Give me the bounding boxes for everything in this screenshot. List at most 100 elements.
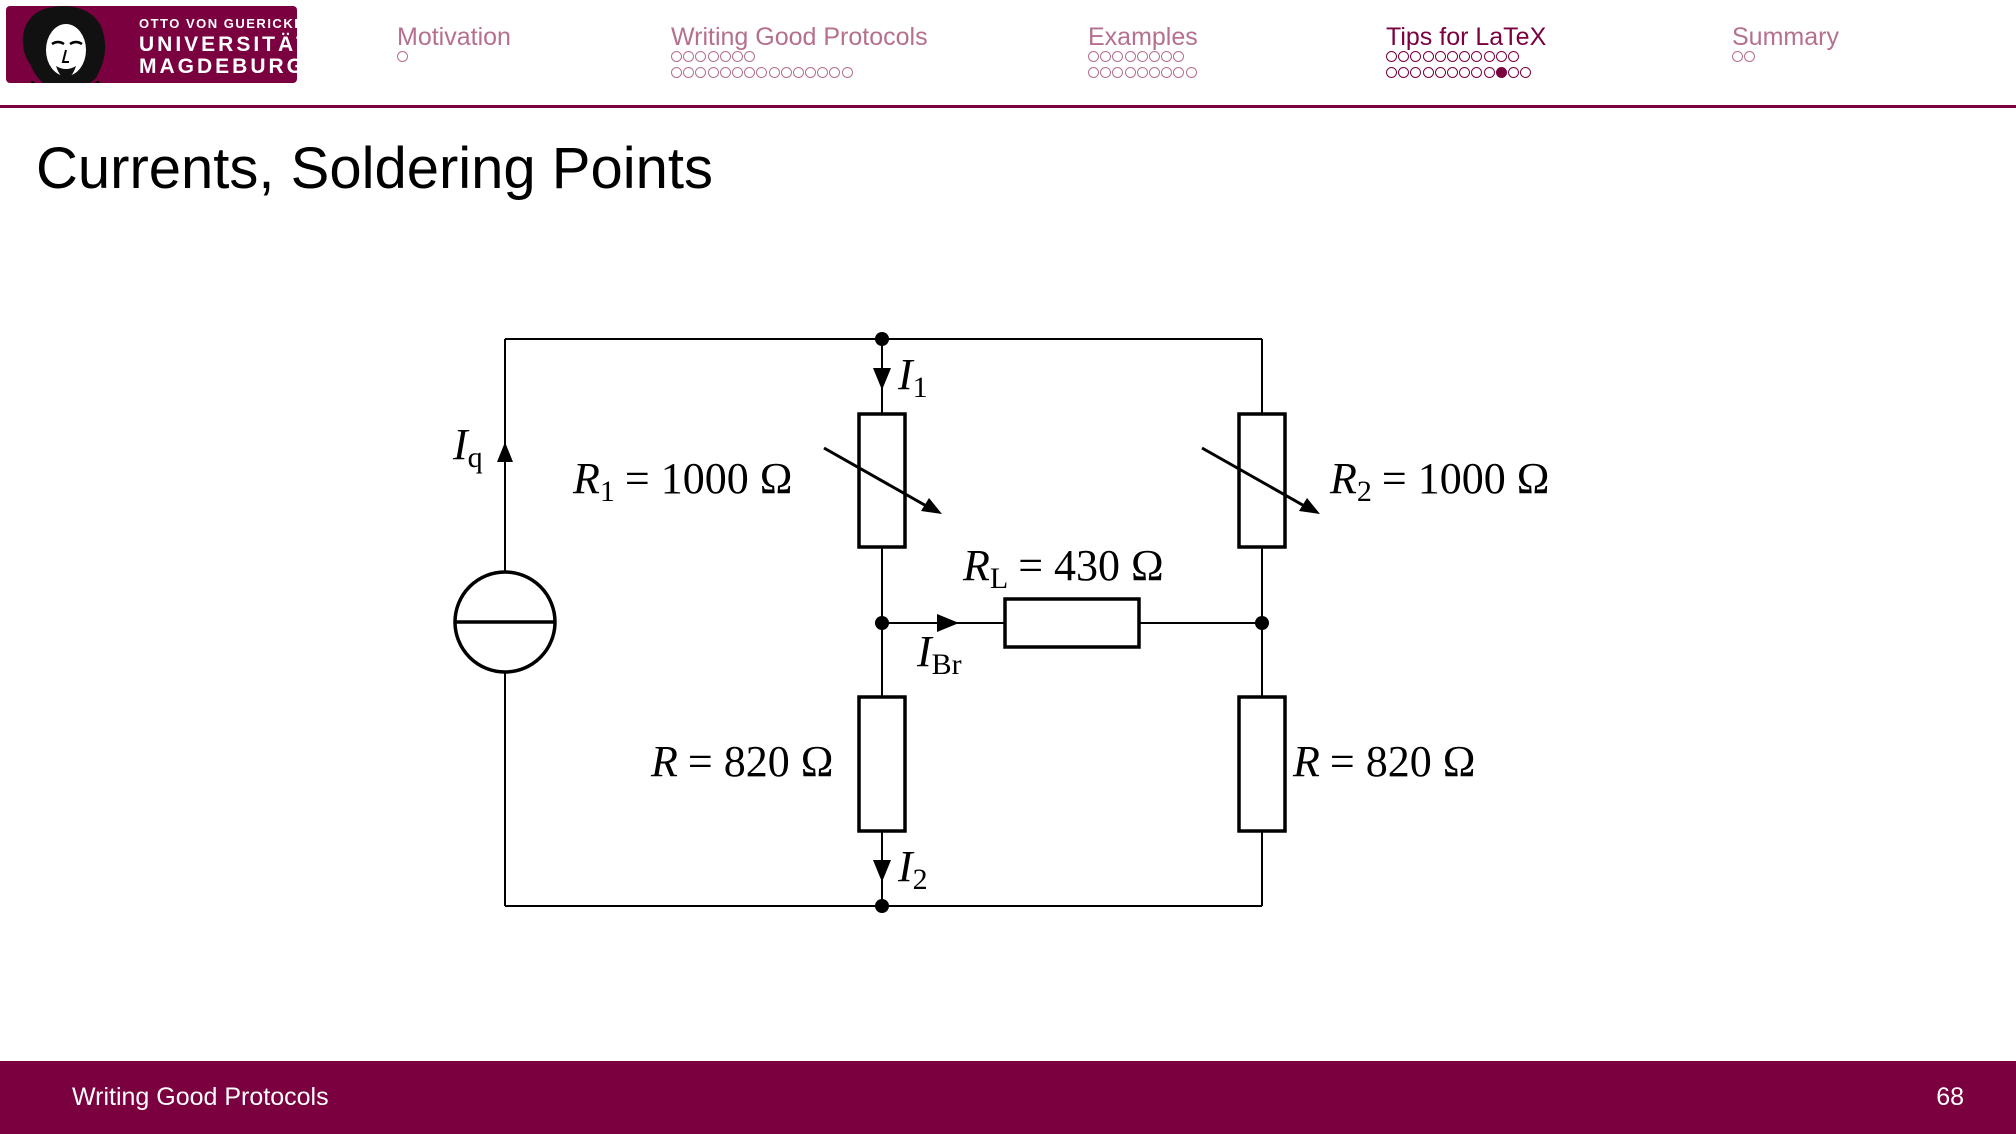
solder-point-left-bridge — [875, 616, 889, 630]
nav-frame-dot[interactable] — [1124, 67, 1136, 78]
current-arrow-i1 — [873, 368, 891, 390]
label-iq: Iq — [452, 420, 483, 474]
nav-section-writing-good-protocols[interactable]: Writing Good Protocols — [671, 23, 928, 83]
nav-frame-dot[interactable] — [1483, 67, 1495, 78]
nav-frame-dot[interactable] — [671, 67, 682, 78]
nav-frame-dot[interactable] — [1422, 51, 1434, 62]
nav-section-summary[interactable]: Summary — [1732, 23, 1839, 67]
variable-arrow-r2 — [1201, 446, 1320, 514]
nav-title[interactable]: Summary — [1732, 23, 1839, 51]
nav-current-frame-dot[interactable] — [1495, 67, 1507, 78]
nav-frame-dot[interactable] — [1161, 67, 1173, 78]
solder-point-right-bridge — [1255, 616, 1269, 630]
nav-frame-dot[interactable] — [1112, 67, 1124, 78]
nav-frame-dot[interactable] — [671, 51, 682, 62]
nav-frame-dot[interactable] — [1112, 51, 1124, 62]
nav-section-motivation[interactable]: Motivation — [397, 23, 511, 67]
nav-frame-dot[interactable] — [1459, 67, 1471, 78]
nav-frame-dot[interactable] — [1148, 67, 1160, 78]
logo-line-2: UNIVERSITÄT — [139, 33, 297, 56]
nav-frame-dot[interactable] — [1088, 67, 1099, 78]
nav-frame-dot[interactable] — [744, 51, 756, 62]
nav-frame-dot[interactable] — [1088, 51, 1099, 62]
nav-frame-dot[interactable] — [1386, 67, 1397, 78]
nav-frame-dot[interactable] — [1410, 67, 1422, 78]
nav-title[interactable]: Writing Good Protocols — [671, 23, 928, 51]
nav-frame-dot[interactable] — [707, 67, 719, 78]
nav-frame-dot[interactable] — [695, 51, 707, 62]
nav-section-tips-for-latex[interactable]: Tips for LaTeX — [1386, 23, 1546, 83]
nav-frame-dot[interactable] — [1732, 51, 1743, 62]
nav-frame-dot[interactable] — [1386, 51, 1397, 62]
nav-frame-dot[interactable] — [707, 51, 719, 62]
label-rl-subscript: L — [990, 562, 1008, 595]
nav-dots-row — [397, 51, 511, 67]
nav-title[interactable]: Tips for LaTeX — [1386, 23, 1547, 51]
nav-frame-dot[interactable] — [1471, 67, 1483, 78]
nav-frame-dot[interactable] — [1173, 51, 1185, 62]
nav-frame-dot[interactable] — [1148, 51, 1160, 62]
nav-frame-dot[interactable] — [695, 67, 707, 78]
nav-frame-dot[interactable] — [1459, 51, 1471, 62]
label-r2-symbol: R — [1329, 454, 1357, 503]
nav-frame-dot[interactable] — [1471, 51, 1483, 62]
nav-frame-dot[interactable] — [1398, 67, 1410, 78]
variable-arrow-r1 — [823, 446, 942, 514]
nav-frame-dot[interactable] — [1483, 51, 1495, 62]
nav-frame-dot[interactable] — [805, 67, 817, 78]
label-ibr-subscript: Br — [932, 648, 962, 681]
nav-frame-dot[interactable] — [1520, 67, 1532, 78]
nav-frame-dot[interactable] — [1410, 51, 1422, 62]
solder-point-top — [875, 332, 889, 346]
nav-frame-dot[interactable] — [1507, 67, 1519, 78]
nav-frame-dot[interactable] — [1100, 67, 1112, 78]
resistor-r1 — [857, 412, 907, 549]
nav-frame-dot[interactable] — [1507, 51, 1519, 62]
nav-frame-dot[interactable] — [1398, 51, 1410, 62]
nav-title[interactable]: Motivation — [397, 23, 511, 51]
nav-frame-dot[interactable] — [683, 67, 695, 78]
nav-frame-dot[interactable] — [1422, 67, 1434, 78]
label-i2: I2 — [897, 842, 928, 896]
nav-frame-dot[interactable] — [683, 51, 695, 62]
nav-frame-dot[interactable] — [817, 67, 829, 78]
nav-frame-dot[interactable] — [1744, 51, 1756, 62]
nav-dots-row — [671, 51, 928, 67]
nav-title[interactable]: Examples — [1088, 23, 1198, 51]
nav-frame-dot[interactable] — [719, 67, 731, 78]
nav-frame-dot[interactable] — [1136, 51, 1148, 62]
nav-frame-dot[interactable] — [397, 51, 408, 62]
nav-frame-dot[interactable] — [1124, 51, 1136, 62]
nav-frame-dot[interactable] — [829, 67, 841, 78]
label-rl: RL= 430 Ω — [962, 541, 1164, 595]
nav-frame-dot[interactable] — [1434, 51, 1446, 62]
nav-frame-dot[interactable] — [744, 67, 756, 78]
label-r-right-symbol: R — [1292, 737, 1320, 786]
nav-frame-dot[interactable] — [1161, 51, 1173, 62]
nav-frame-dot[interactable] — [768, 67, 780, 78]
nav-frame-dot[interactable] — [792, 67, 804, 78]
label-iq-subscript: q — [468, 441, 483, 474]
nav-frame-dot[interactable] — [1446, 51, 1458, 62]
university-logo[interactable]: OTTO VON GUERICKE UNIVERSITÄT MAGDEBURG — [6, 6, 297, 83]
nav-frame-dot[interactable] — [1185, 67, 1197, 78]
nav-frame-dot[interactable] — [841, 67, 853, 78]
nav-frame-dot[interactable] — [1434, 67, 1446, 78]
nav-frame-dot[interactable] — [731, 67, 743, 78]
nav-frame-dot[interactable] — [1446, 67, 1458, 78]
nav-frame-dot[interactable] — [719, 51, 731, 62]
nav-frame-dot[interactable] — [731, 51, 743, 62]
guericke-portrait-icon — [22, 6, 105, 83]
nav-frame-dot[interactable] — [780, 67, 792, 78]
nav-section-examples[interactable]: Examples — [1088, 23, 1198, 83]
nav-dots-row — [1088, 51, 1198, 67]
nav-frame-dot[interactable] — [1173, 67, 1185, 78]
nav-frame-dot[interactable] — [1100, 51, 1112, 62]
nav-dots-row — [671, 67, 928, 83]
header-divider — [0, 105, 2016, 108]
nav-frame-dot[interactable] — [1495, 51, 1507, 62]
nav-frame-dot[interactable] — [756, 67, 768, 78]
resistor-r-left — [857, 695, 907, 833]
label-iq-symbol: I — [452, 420, 470, 469]
nav-frame-dot[interactable] — [1136, 67, 1148, 78]
